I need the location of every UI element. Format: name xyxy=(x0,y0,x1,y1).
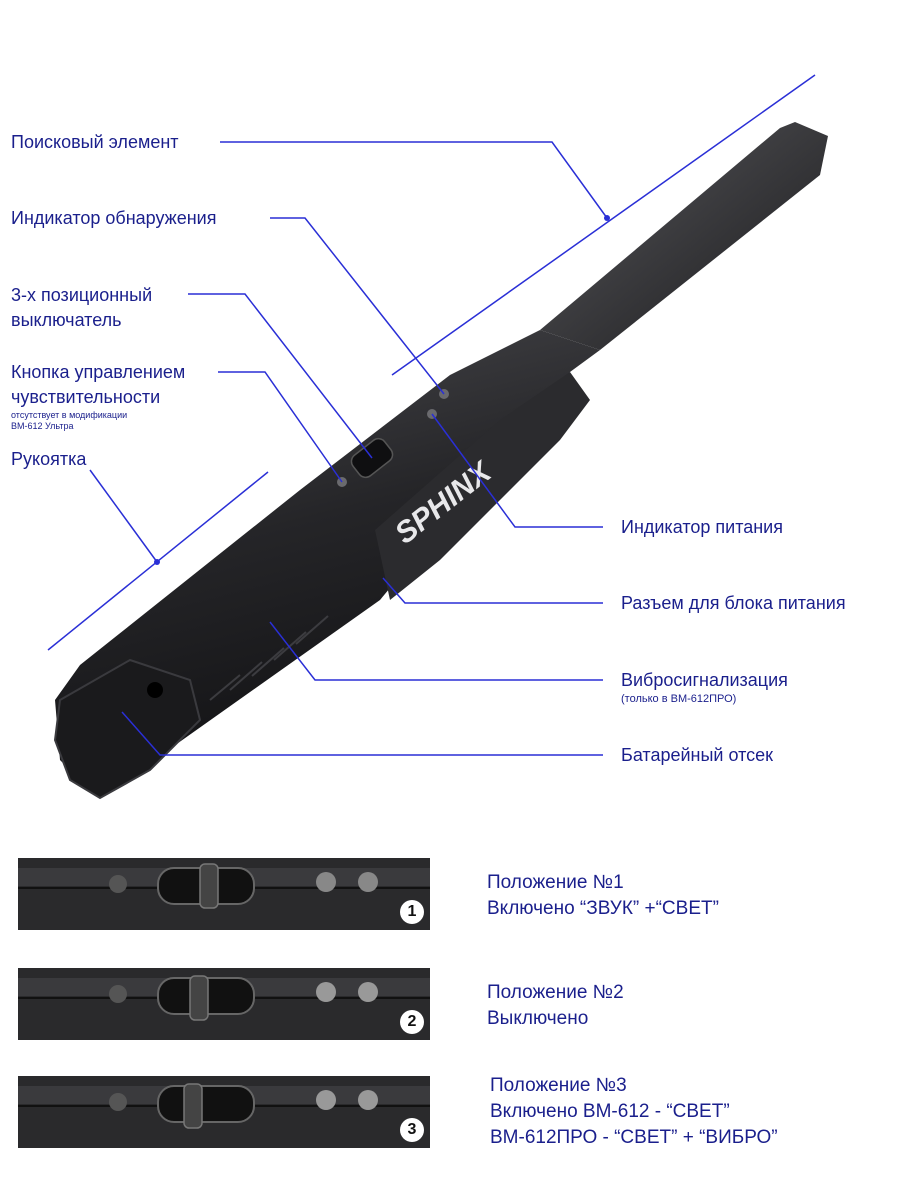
switch-position-1-image: 1 xyxy=(18,858,430,930)
side-panel xyxy=(375,372,590,600)
label-vibro-note: (только в ВМ-612ПРО) xyxy=(621,693,737,705)
battery-cap-shape xyxy=(53,658,202,800)
label-power-connector: Разъем для блока питания xyxy=(621,593,846,613)
label-switch-line2: выключатель xyxy=(11,310,122,330)
label-power-indicator: Индикатор питания xyxy=(621,517,783,537)
position-3-desc2: ВМ-612ПРО - “СВЕТ” + “ВИБРО” xyxy=(490,1127,778,1148)
label-sensitivity-note1: отсутствует в модификации xyxy=(11,410,128,420)
position-3-title: Положение №3 xyxy=(490,1075,627,1096)
label-vibro: Вибросигнализация xyxy=(621,670,788,690)
body-shape xyxy=(55,330,600,795)
switch-position-3-image: 3 xyxy=(18,1076,430,1148)
position-2-title: Положение №2 xyxy=(487,982,624,1003)
position-1-desc: Включено “ЗВУК” +“СВЕТ” xyxy=(487,898,719,919)
switch-position-2-image: 2 xyxy=(18,968,430,1040)
position-1-title: Положение №1 xyxy=(487,872,624,893)
label-battery: Батарейный отсек xyxy=(621,745,774,765)
label-detection-indicator: Индикатор обнаружения xyxy=(11,208,217,228)
position-badge: 2 xyxy=(400,1010,424,1034)
label-switch-line1: 3-х позиционный xyxy=(11,285,153,305)
leader-lines xyxy=(47,74,816,756)
search-element-shape xyxy=(540,122,828,350)
position-badge: 3 xyxy=(400,1118,424,1142)
label-sensitivity-note2: ВМ-612 Ультра xyxy=(11,421,74,431)
position-2-desc: Выключено xyxy=(487,1008,589,1029)
label-sensitivity-line1: Кнопка управлением xyxy=(11,362,186,382)
metal-detector-device: SPHINX xyxy=(53,122,828,800)
connector-hole xyxy=(147,682,163,698)
label-handle: Рукоятка xyxy=(11,449,87,469)
position-3-desc: Включено ВМ-612 - “СВЕТ” xyxy=(490,1101,730,1122)
detector-diagram: SPHINX xyxy=(47,74,828,800)
label-search-element: Поисковый элемент xyxy=(11,132,179,152)
position-badge: 1 xyxy=(400,900,424,924)
grip-ridges xyxy=(209,615,329,701)
label-sensitivity-line2: чувствительности xyxy=(11,387,161,407)
